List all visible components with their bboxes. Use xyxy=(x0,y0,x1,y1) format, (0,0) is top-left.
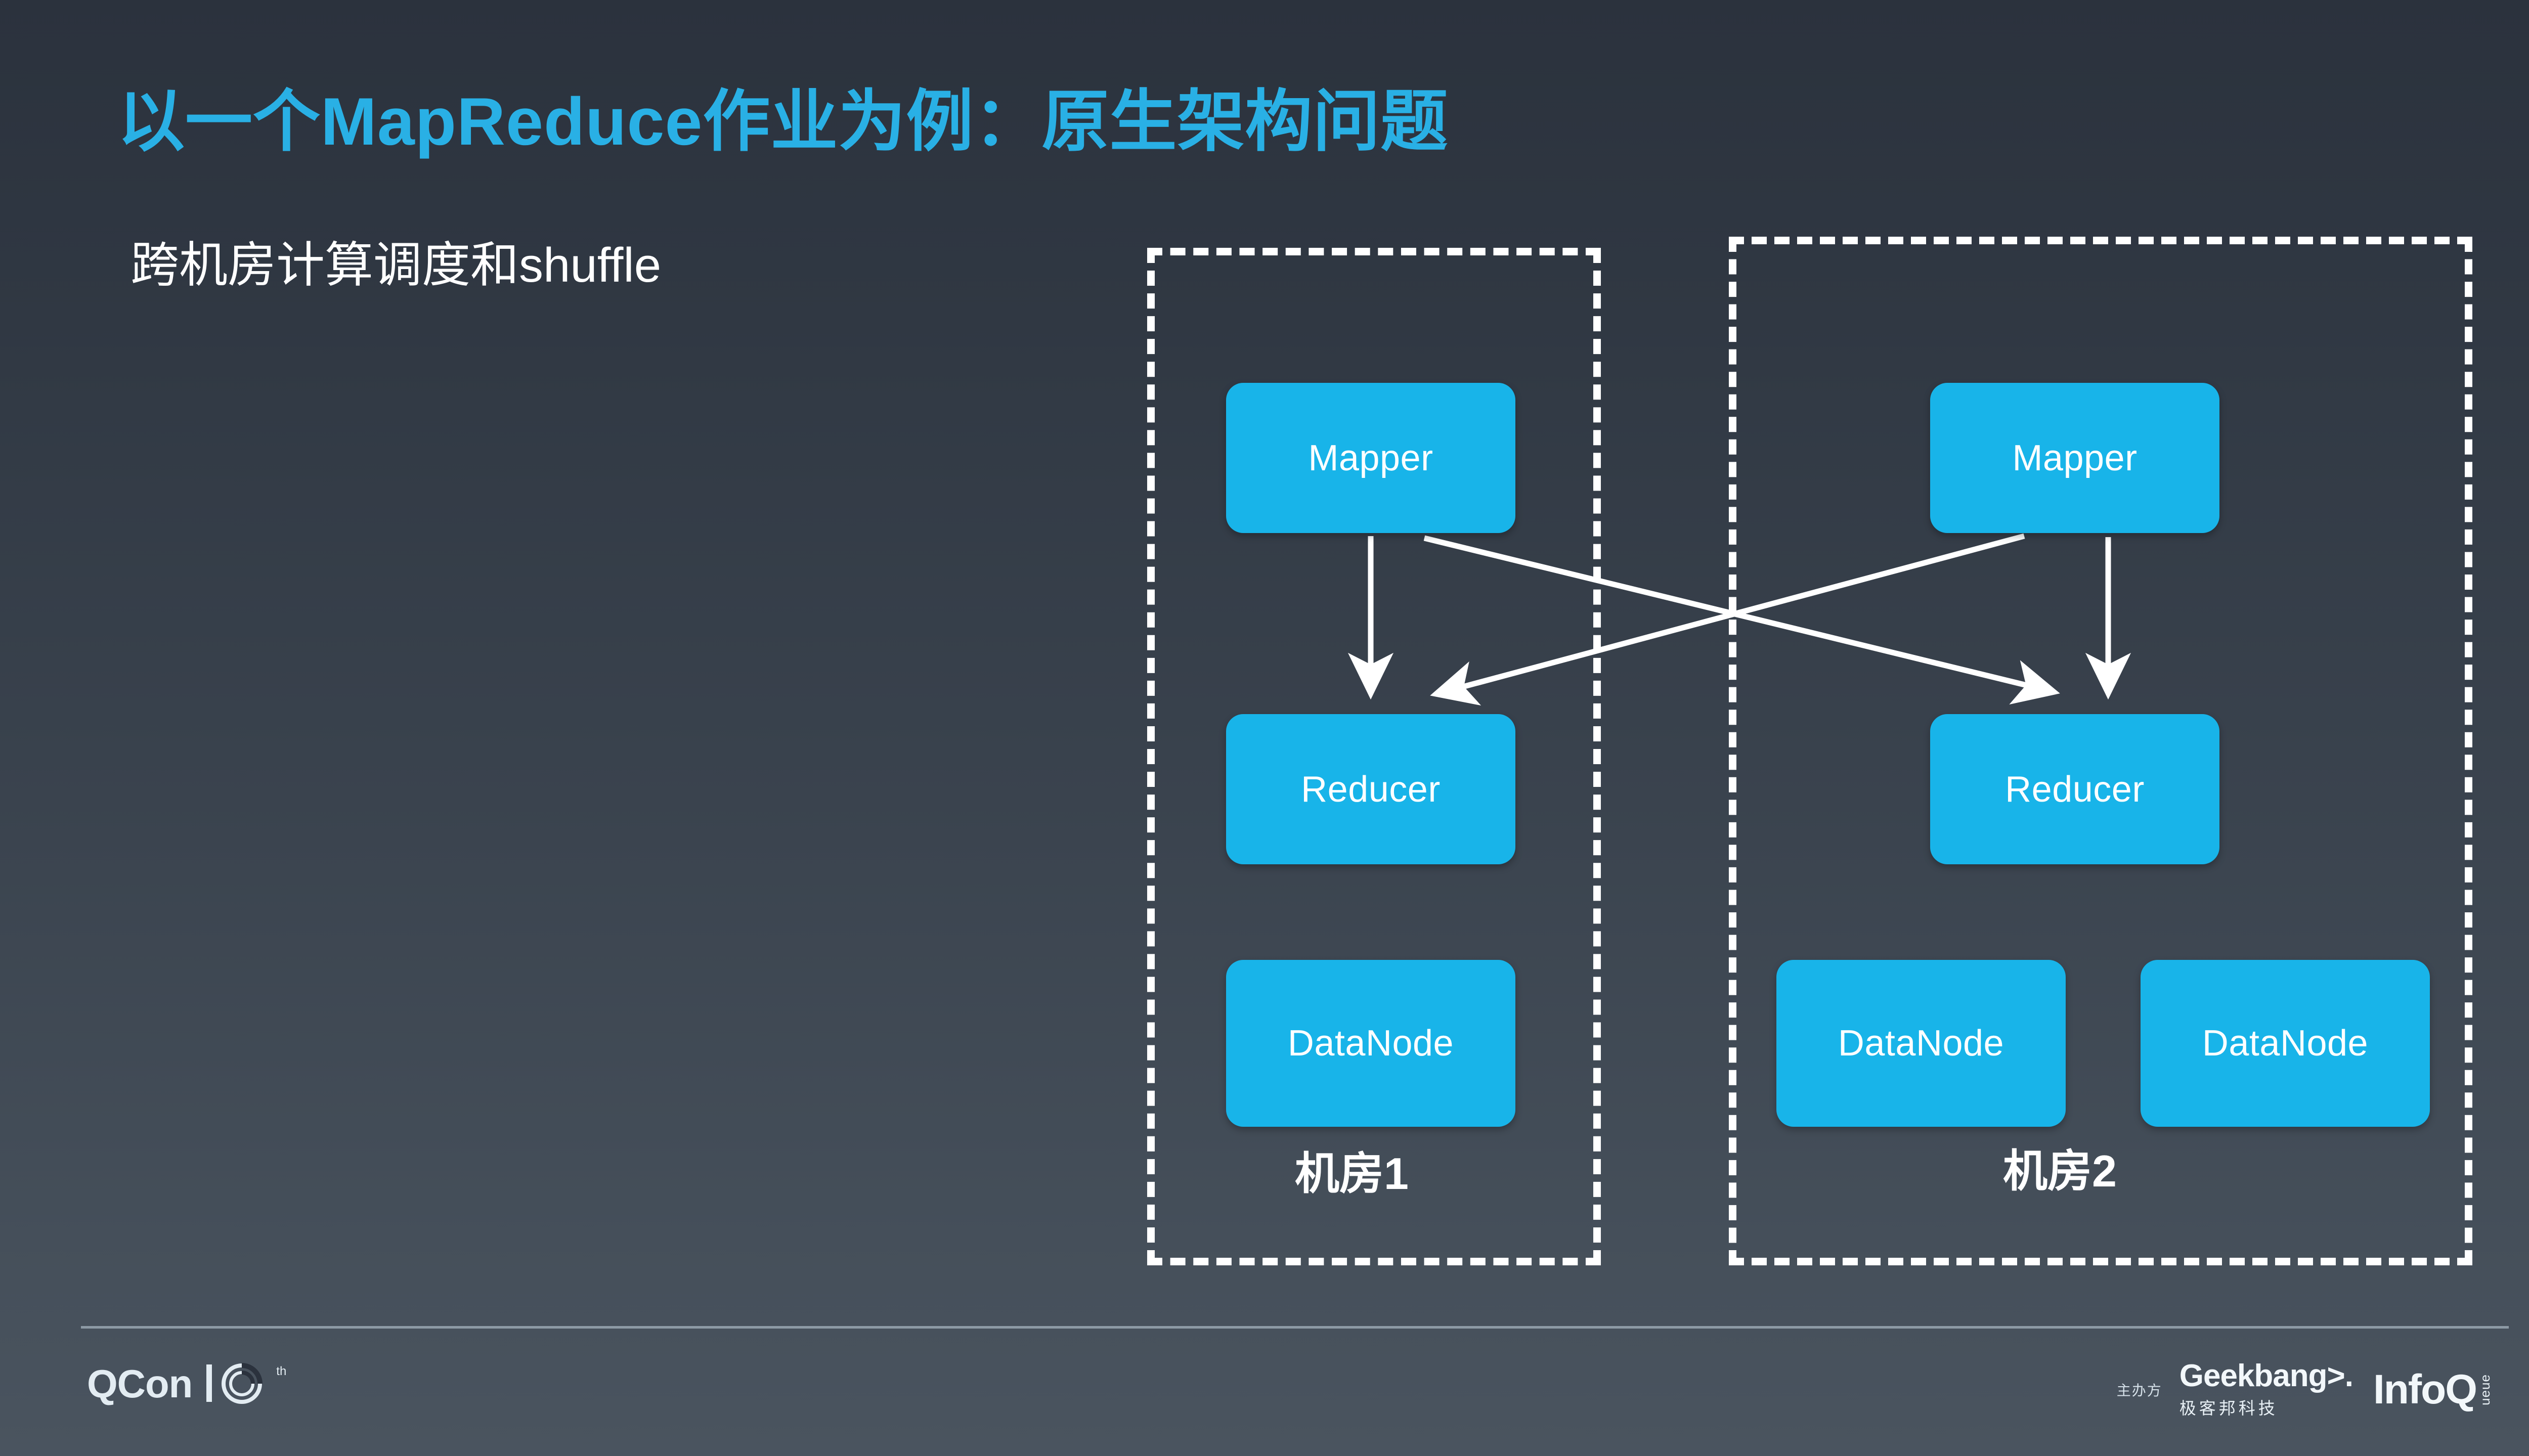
node-mapper-room2[interactable]: Mapper xyxy=(1930,383,2219,533)
footer-divider xyxy=(81,1326,2509,1329)
subtitle-text: 跨机房计算调度和shuffle xyxy=(130,238,662,292)
qcon-wordmark: QCon xyxy=(87,1361,193,1406)
node-mapper-room1[interactable]: Mapper xyxy=(1226,383,1515,533)
qcon-anniversary-mark: th xyxy=(205,1362,286,1405)
geekbang-wordmark: Geekbang>. xyxy=(2179,1358,2353,1393)
node-reducer-room1[interactable]: Reducer xyxy=(1226,714,1515,864)
qcon-ten-icon xyxy=(206,1363,263,1404)
room-container-2 xyxy=(1729,237,2472,1265)
infoq-logo: InfoQ ueue xyxy=(2373,1369,2493,1410)
node-datanode-room2-b[interactable]: DataNode xyxy=(2141,960,2430,1127)
geekbang-logo: Geekbang>. 极客邦科技 xyxy=(2179,1360,2353,1419)
page-title: 以一个MapReduce作业为例：原生架构问题 xyxy=(117,84,1449,160)
room-label-1: 机房1 xyxy=(1295,1149,1409,1199)
room-container-1 xyxy=(1147,248,1601,1265)
room-label-2: 机房2 xyxy=(2003,1146,2117,1196)
node-datanode-room2-a[interactable]: DataNode xyxy=(1776,960,2066,1127)
geekbang-chinese-name: 极客邦科技 xyxy=(2179,1399,2278,1418)
node-datanode-room1[interactable]: DataNode xyxy=(1226,960,1515,1127)
node-reducer-room2[interactable]: Reducer xyxy=(1930,714,2219,864)
sponsor-label: 主办方 xyxy=(2116,1383,2162,1398)
qcon-superscript: th xyxy=(276,1364,287,1378)
infoq-wordmark: InfoQ xyxy=(2373,1366,2477,1413)
footer-sponsors: 主办方 Geekbang>. 极客邦科技 InfoQ ueue xyxy=(2117,1360,2493,1419)
infoq-ueue-suffix: ueue xyxy=(2477,1374,2493,1405)
qcon-logo: QCon th xyxy=(87,1362,286,1405)
